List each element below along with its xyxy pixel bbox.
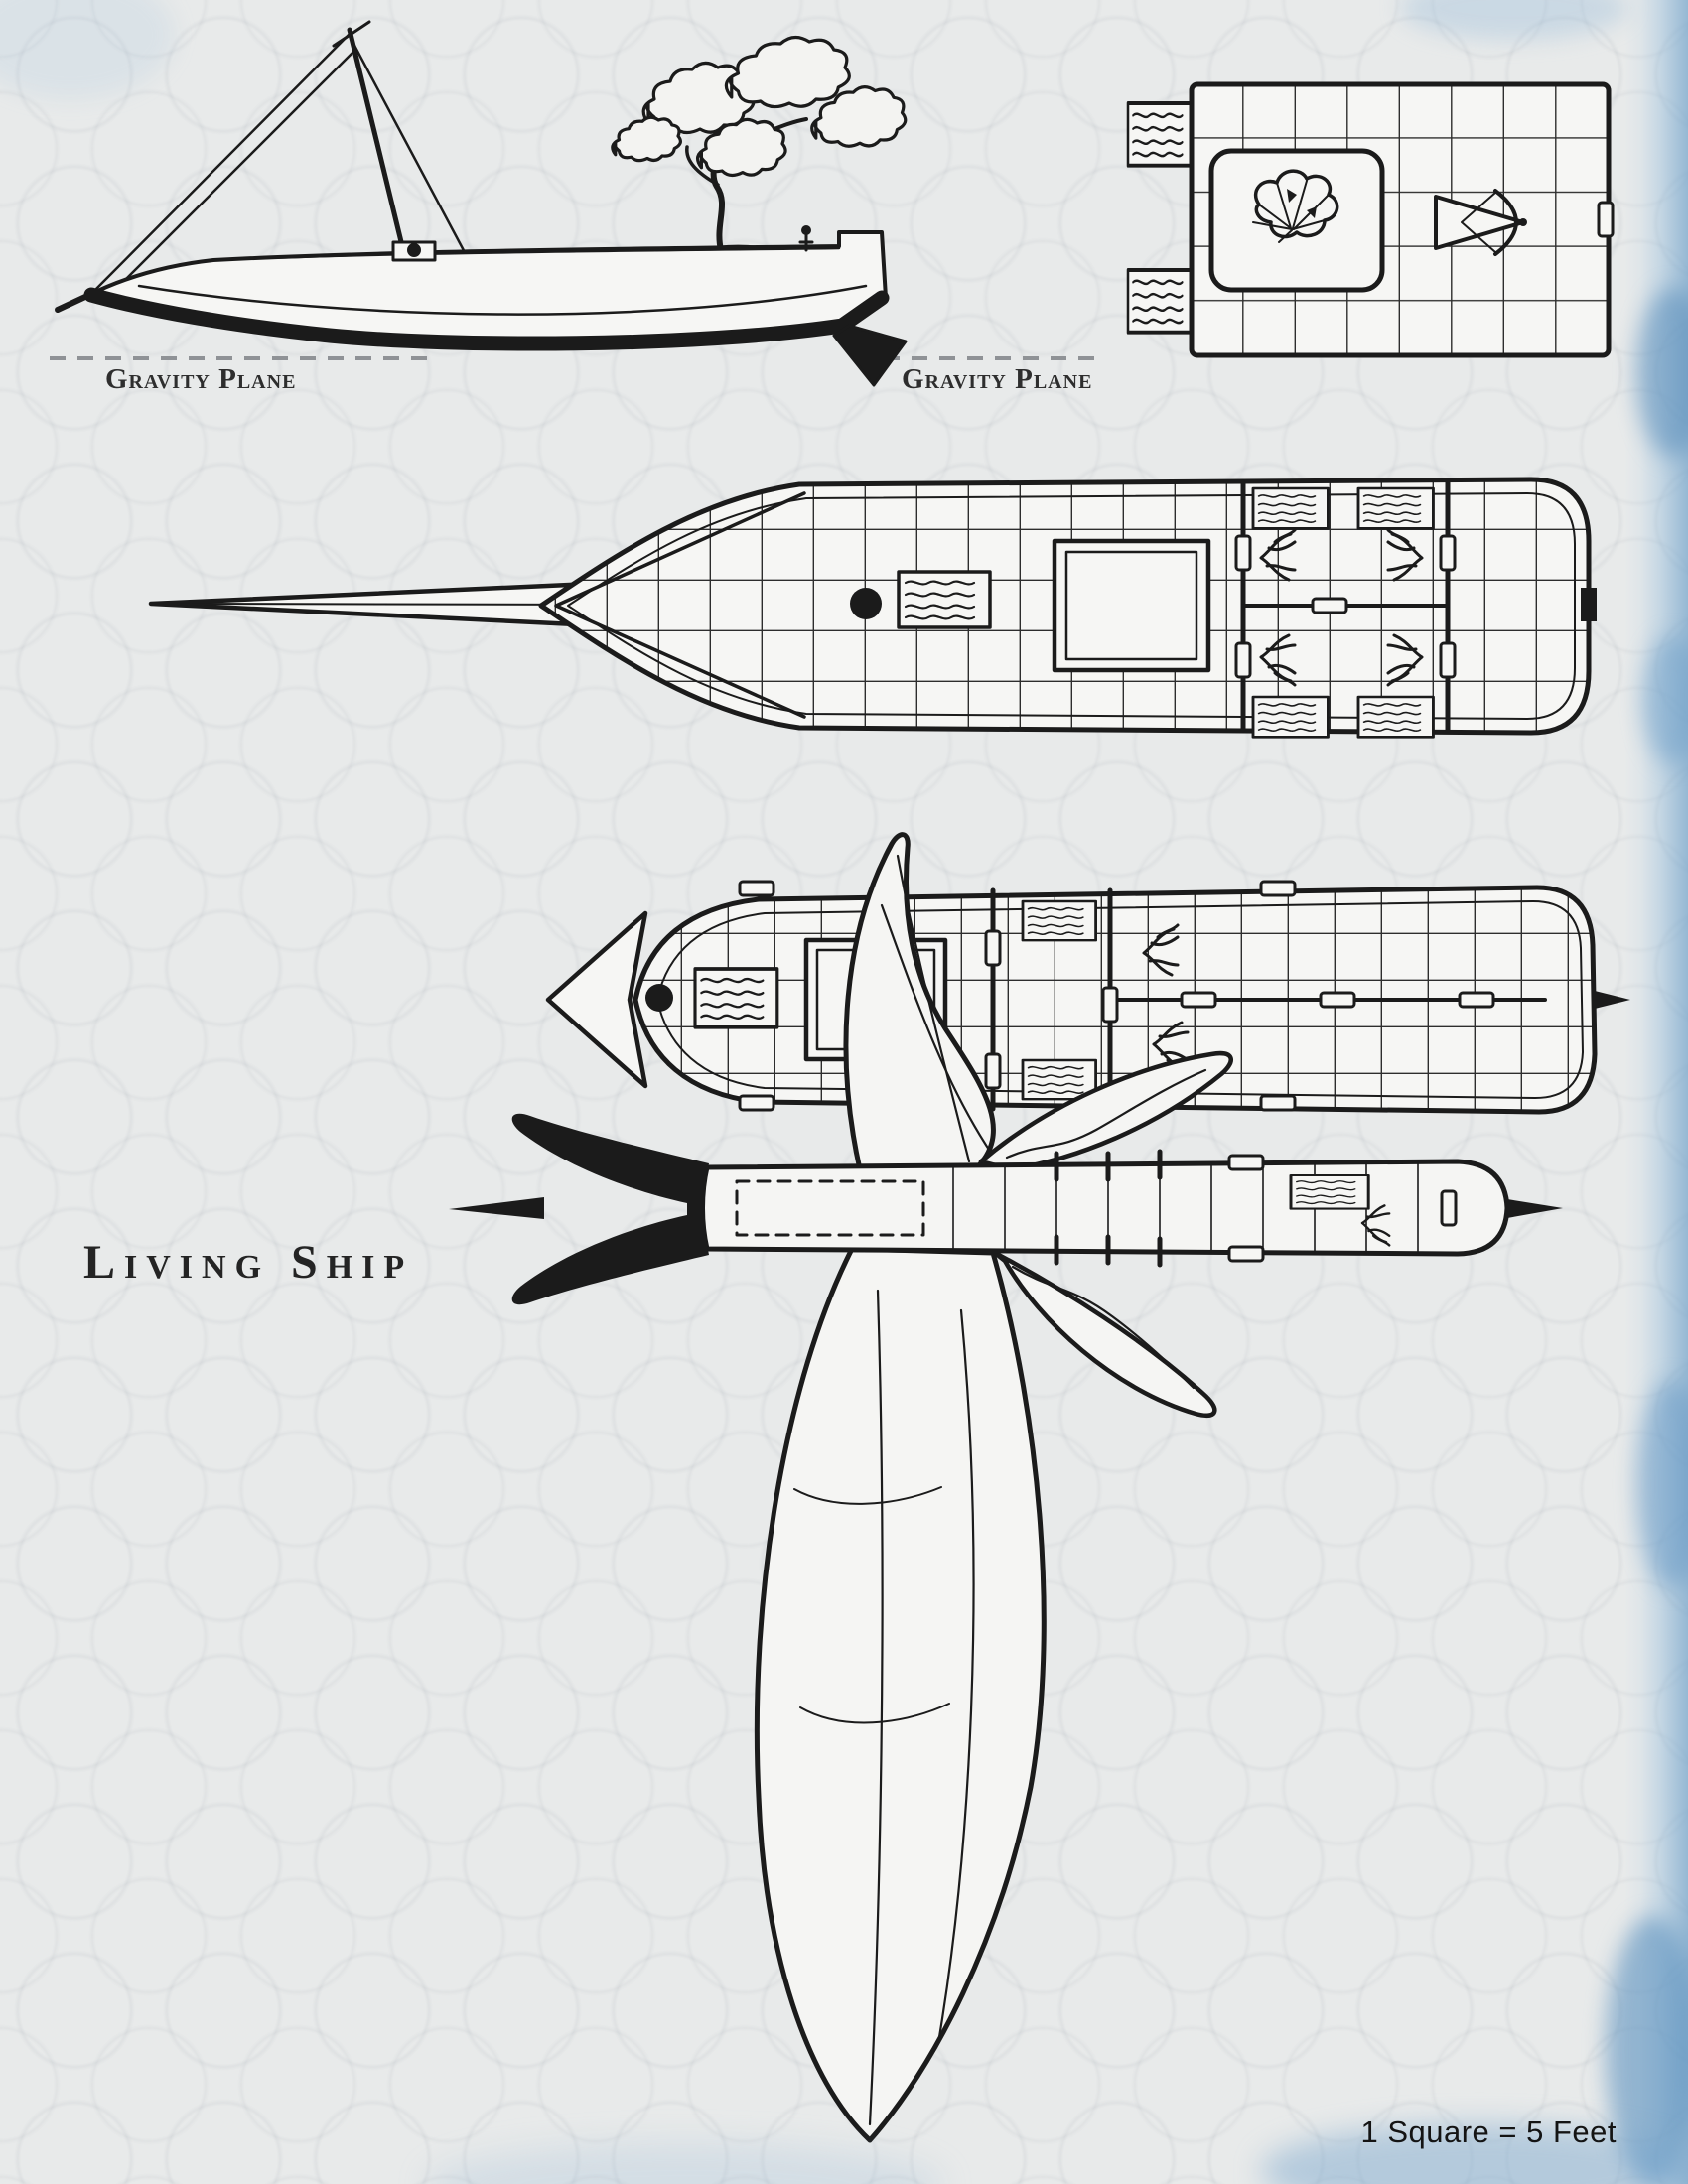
side-profile-view [55,20,908,387]
gravity-plane-label-right: Gravity Plane [902,363,1093,395]
aft-deck-plan [1126,81,1615,358]
main-deck-plan [148,477,1597,739]
watercolor-blob [1636,1380,1688,1588]
scale-note: 1 Square = 5 Feet [1360,2115,1617,2149]
watercolor-blob [1636,288,1688,457]
watercolor-blob [1606,1916,1688,2184]
gravity-plane-label-left: Gravity Plane [105,363,297,395]
watercolor-blob [1642,635,1688,764]
lower-deck-plan [545,880,1630,1115]
winged-top-view [449,832,1563,2143]
page-title: Living Ship [83,1236,414,1289]
